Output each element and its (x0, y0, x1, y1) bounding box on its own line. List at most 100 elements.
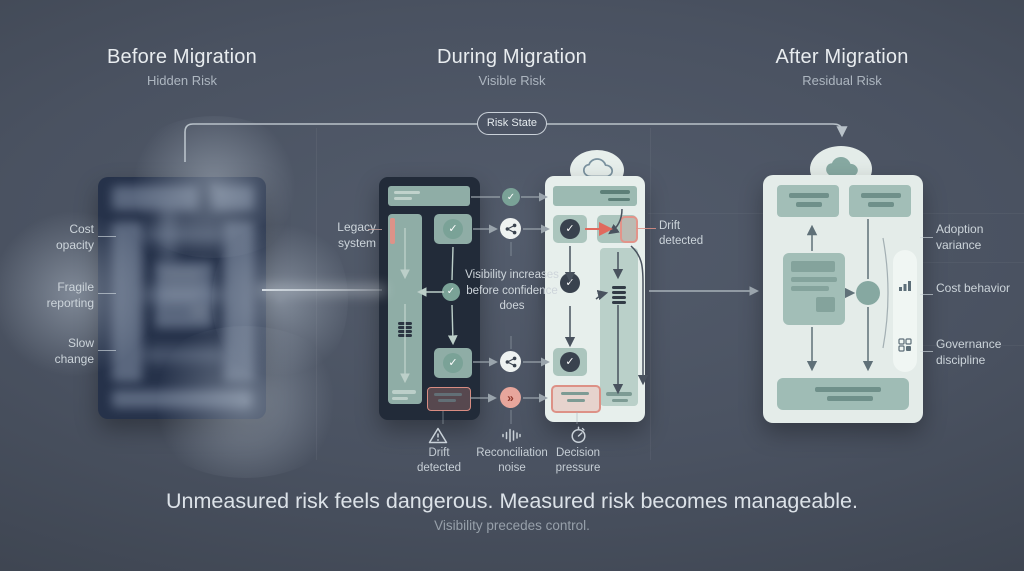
footer-headline: Unmeasured risk feels dangerous. Measure… (166, 489, 858, 513)
grid-line (920, 345, 1024, 346)
before-label-slow-change: Slow change (54, 336, 94, 366)
bar-line (861, 193, 901, 198)
bar-line (394, 197, 412, 200)
bar-line (561, 392, 589, 395)
faint-connectors (442, 242, 578, 424)
after-title: After Migration (775, 46, 909, 68)
bar-line (392, 397, 408, 400)
doc-line (791, 261, 835, 272)
alert-triangle-icon (428, 427, 448, 444)
check-icon: ✓ (442, 283, 460, 301)
legacy-step-box: ✓ (434, 348, 472, 378)
after-sidebar (893, 250, 917, 372)
legacy-accent (390, 218, 395, 244)
label-tick (98, 293, 116, 294)
visibility-note: Visibility increases before confidence d… (465, 269, 559, 313)
blurred-line (163, 270, 201, 280)
doc-line (791, 286, 829, 291)
during-step-box: ✓ (553, 215, 587, 243)
footer-subline: Visibility precedes control. (434, 518, 590, 533)
before-title: Before Migration (107, 46, 257, 68)
during-title: During Migration (437, 46, 587, 68)
label-tick (920, 294, 933, 295)
share-icon (500, 351, 521, 372)
gauge-icon (571, 426, 586, 444)
bar-line (815, 387, 881, 392)
bar-line (868, 202, 894, 207)
doc-line (816, 297, 835, 312)
blurred-line (163, 295, 199, 300)
after-box (849, 185, 911, 217)
cloud-icon (826, 156, 858, 177)
share-icon (500, 218, 521, 239)
bar-chart-icon (899, 281, 911, 291)
check-icon: ✓ (502, 188, 520, 206)
after-document-card (783, 253, 845, 325)
bar-line (434, 393, 462, 396)
legacy-panel-arrows (400, 228, 458, 384)
stack-icon (612, 286, 626, 289)
risk-state-badge: Risk State (477, 112, 547, 135)
sidebar-brace (882, 237, 889, 349)
bar-line (394, 191, 420, 194)
grid-divider (650, 128, 651, 460)
drift-detected-label: Drift detected (659, 220, 704, 247)
after-box (777, 185, 839, 217)
indicator-label-drift: Drift detected (416, 447, 462, 474)
after-migration-panel (763, 175, 923, 423)
label-tick (98, 236, 116, 237)
check-icon: ✓ (443, 219, 463, 239)
hub-node (856, 281, 880, 305)
bar-line (796, 202, 822, 207)
label-tick (636, 228, 656, 229)
label-tick (920, 351, 933, 352)
fog-blob (212, 212, 348, 388)
after-label-governance-discipline: Governance discipline (936, 337, 1002, 367)
cloud-outline-icon (582, 158, 614, 178)
blurred-line (191, 306, 207, 318)
label-tick (920, 237, 933, 238)
legacy-step-box: ✓ (434, 214, 472, 244)
bar-line (392, 390, 416, 394)
during-subtitle: Visible Risk (478, 73, 546, 88)
during-step-box: ✓ (553, 348, 587, 376)
legacy-drift-box (427, 387, 471, 411)
after-bottom-bar (777, 378, 909, 410)
after-label-cost-behavior: Cost behavior (936, 281, 1011, 295)
bar-line (789, 193, 829, 198)
column-header-during: During Migration Visible Risk (392, 46, 632, 88)
label-tick (98, 350, 116, 351)
waveform-icon (502, 428, 521, 443)
grid-line (920, 262, 1024, 263)
during-migration-panel: ✓ ✓ ✓ (545, 176, 645, 422)
during-panel-arrows (564, 208, 649, 395)
bar-line (438, 399, 456, 402)
after-label-adoption-variance: Adoption variance (936, 222, 984, 252)
blurred-document (155, 262, 213, 328)
bar-line (612, 399, 628, 402)
indicator-label-reconciliation: Reconciliation noise (476, 447, 548, 474)
column-header-before: Before Migration Hidden Risk (62, 46, 302, 88)
check-icon: ✓ (443, 353, 463, 373)
column-header-after: After Migration Residual Risk (722, 46, 962, 88)
bar-line (827, 396, 873, 401)
handoff-connectors (470, 192, 550, 403)
bar-line (567, 399, 585, 402)
dashboard-grid-icon (898, 338, 912, 352)
before-label-fragile-reporting: Fragile reporting (46, 280, 94, 310)
check-icon: ✓ (560, 352, 580, 372)
after-panel-arrows (806, 219, 874, 372)
legacy-top-bar (388, 186, 470, 206)
before-label-cost-opacity: Cost opacity (55, 222, 94, 252)
during-drift-box (551, 385, 601, 413)
legacy-system-label: Legacy system (337, 220, 376, 250)
bar-line (608, 198, 630, 201)
indicator-label-decision: Decision pressure (555, 447, 601, 474)
label-tick (368, 229, 382, 230)
doc-line (791, 277, 837, 282)
fast-forward-icon: » (500, 387, 521, 408)
blurred-line (163, 286, 205, 291)
bar-line (600, 190, 630, 194)
drift-highlight (620, 216, 638, 243)
